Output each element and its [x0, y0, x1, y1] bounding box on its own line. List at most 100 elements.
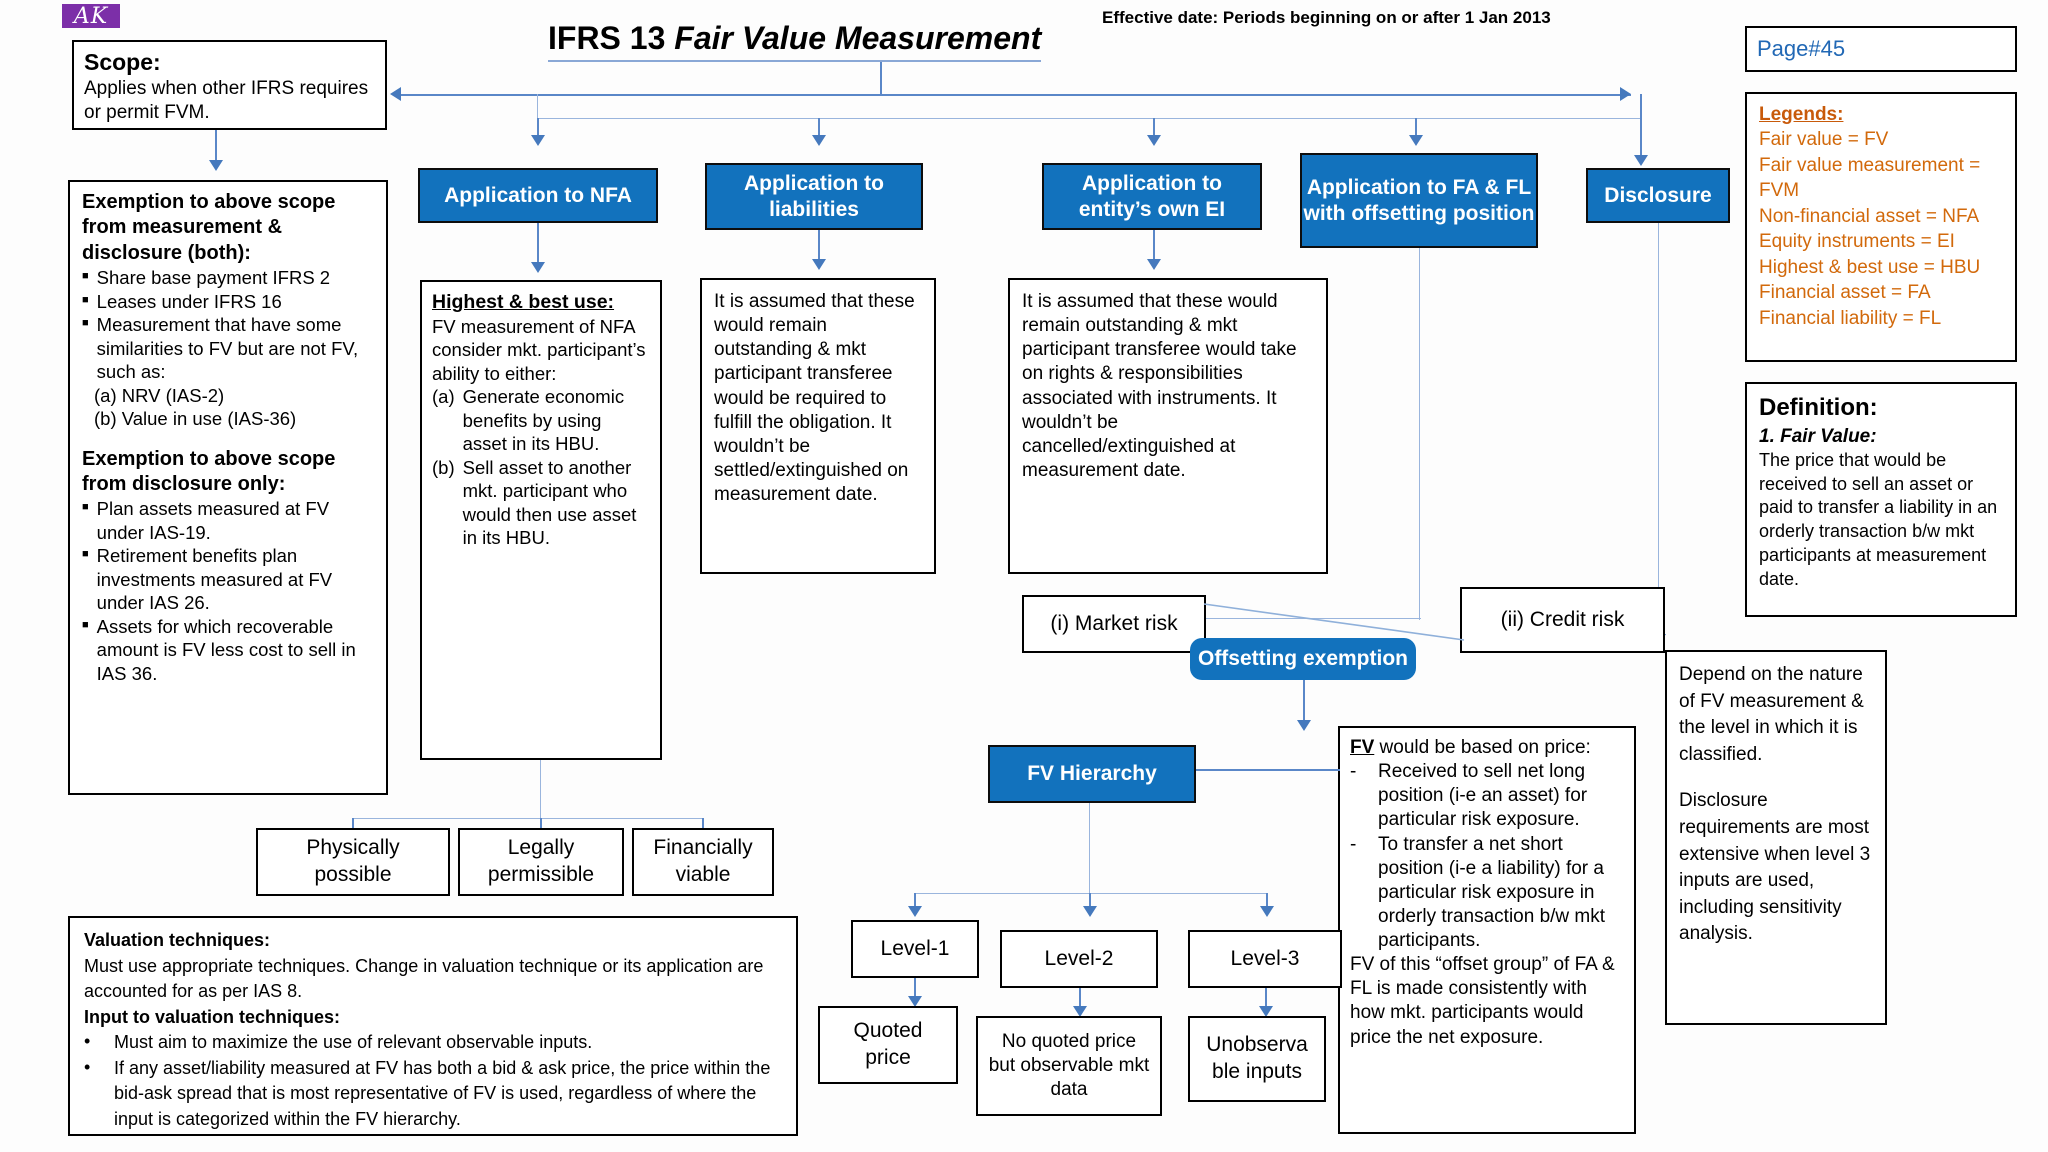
criteria-label: Financially viable	[653, 836, 753, 886]
scope-box: Scope: Applies when other IFRS requires …	[72, 40, 387, 130]
list-item: -Received to sell net long position (i-e…	[1350, 760, 1624, 832]
offsetting-exemption-box[interactable]: Offsetting exemption	[1190, 638, 1416, 680]
logo-text: AK	[73, 3, 109, 29]
valuation-techniques-box: Valuation techniques: Must use appropria…	[68, 916, 798, 1136]
legend-item: Fair value = FV	[1759, 129, 1889, 151]
credit-risk-box: (ii) Credit risk	[1460, 587, 1665, 653]
list-item: -To transfer a net short position (i-e a…	[1350, 833, 1624, 954]
risk-connector	[1200, 600, 1468, 644]
branch-liabilities-label: Application to liabilities	[744, 172, 884, 221]
fv-price-tail: FV of this “offset group” of FA & FL is …	[1350, 954, 1615, 1048]
exemption-heading-1: Exemption to above scope from measuremen…	[82, 191, 336, 264]
exemption-disclosure-item-3: Assets for which recoverable amount is F…	[96, 615, 356, 684]
list-item: ■Retirement benefits plan investments me…	[82, 544, 374, 614]
exemption-item-3: Measurement that have some similarities …	[96, 314, 359, 383]
list-item: •Must aim to maximize the use of relevan…	[84, 1030, 782, 1056]
exemption-subitem-b: (b) Value in use (IAS-36)	[94, 408, 297, 430]
branch-application-fa-fl[interactable]: Application to FA & FL with offsetting p…	[1300, 153, 1538, 248]
exemption-disclosure-item-2: Retirement benefits plan investments mea…	[96, 545, 333, 614]
hbu-item-b-text: Sell asset to another mkt. participant w…	[462, 456, 637, 549]
legend-item: Financial asset = FA	[1759, 282, 1931, 304]
legends-heading: Legends:	[1759, 104, 1844, 125]
level-1-label: Level-1	[880, 936, 950, 960]
level-3-box: Level-3	[1188, 930, 1342, 988]
level-2-detail-box: No quoted price but observable mkt data	[976, 1016, 1162, 1116]
level-1-box: Level-1	[851, 920, 979, 978]
fv-price-bullet-2: To transfer a net short position (i-e a …	[1378, 833, 1606, 952]
list-item: ■Plan assets measured at FV under IAS-19…	[82, 497, 374, 544]
fv-price-lead-bold: FV	[1350, 737, 1375, 758]
list-item: ■Measurement that have some similarities…	[82, 313, 374, 383]
fv-price-lead: FV would be based on price:	[1350, 736, 1624, 760]
legend-item: Equity instruments = EI	[1759, 231, 1955, 253]
level-2-box: Level-2	[1000, 930, 1158, 988]
hbu-heading: Highest & best use:	[432, 291, 615, 313]
hbu-item-a-label: (a)	[432, 386, 455, 408]
exemption-subitem-a: (a) NRV (IAS-2)	[94, 384, 225, 406]
level-2-label: Level-2	[1044, 946, 1114, 970]
legends-box: Legends: Fair value = FV Fair value meas…	[1745, 92, 2017, 362]
level-3-label: Level-3	[1230, 946, 1300, 970]
criteria-financially-viable: Financially viable	[632, 828, 774, 896]
hbu-item-b-label: (b)	[432, 456, 455, 478]
list-item: (b) Sell asset to another mkt. participan…	[432, 456, 650, 550]
fv-price-lead-rest: would be based on price:	[1374, 737, 1591, 758]
definition-box: Definition: 1. Fair Value: The price tha…	[1745, 382, 2017, 617]
exemption-heading-2: Exemption to above scope from disclosure…	[82, 447, 336, 495]
branch-application-own-ei[interactable]: Application to entity’s own EI	[1042, 163, 1262, 230]
scope-heading: Scope:	[84, 49, 161, 75]
exemption-item-1: Share base payment IFRS 2	[96, 267, 331, 289]
page-title: IFRS 13 Fair Value Measurement	[548, 20, 1042, 62]
branch-application-liabilities[interactable]: Application to liabilities	[705, 163, 923, 230]
level-3-detail-box: Unobserva ble inputs	[1188, 1016, 1326, 1102]
page-number-box: Page#45	[1745, 26, 2017, 72]
hbu-item-a-text: Generate economic benefits by using asse…	[462, 386, 625, 455]
criteria-label: Legally permissible	[487, 836, 595, 886]
list-item: ■Leases under IFRS 16	[82, 290, 374, 313]
legend-item: Fair value measurement = FVM	[1759, 154, 1981, 202]
fv-hierarchy-box[interactable]: FV Hierarchy	[988, 745, 1196, 803]
branch-own-ei-label: Application to entity’s own EI	[1078, 172, 1226, 221]
branch-disclosure[interactable]: Disclosure	[1586, 168, 1730, 223]
highest-best-use-box: Highest & best use: FV measurement of NF…	[420, 280, 662, 760]
branch-disclosure-label: Disclosure	[1604, 183, 1712, 207]
title-italic: Fair Value Measurement	[674, 20, 1042, 56]
market-risk-label: (i) Market risk	[1050, 611, 1178, 635]
legend-item: Highest & best use = HBU	[1759, 256, 1981, 278]
level-3-detail: Unobserva ble inputs	[1206, 1033, 1308, 1083]
exemption-disclosure-item-1: Plan assets measured at FV under IAS-19.	[96, 498, 330, 543]
list-item: •If any asset/liability measured at FV h…	[84, 1056, 782, 1133]
level-1-detail: Quoted price	[853, 1019, 923, 1069]
valuation-heading-2: Input to valuation techniques:	[84, 1006, 340, 1027]
disclosure-detail-para-1: Depend on the nature of FV measurement &…	[1679, 664, 1864, 765]
effective-date: Effective date: Periods beginning on or …	[1102, 8, 1551, 27]
definition-body: The price that would be received to sell…	[1759, 449, 1998, 589]
fv-hierarchy-label: FV Hierarchy	[1027, 762, 1157, 786]
criteria-label: Physically possible	[306, 836, 400, 886]
branch-application-nfa[interactable]: Application to NFA	[418, 168, 658, 223]
page-number-label: Page#45	[1757, 36, 1846, 62]
offsetting-exemption-label: Offsetting exemption	[1197, 647, 1408, 671]
disclosure-detail-box: Depend on the nature of FV measurement &…	[1665, 650, 1887, 1025]
definition-subheading: 1. Fair Value:	[1759, 425, 1877, 447]
title-prefix: IFRS 13	[548, 20, 675, 56]
definition-heading: Definition:	[1759, 394, 1878, 421]
list-item: ■Share base payment IFRS 2	[82, 266, 374, 289]
market-risk-box: (i) Market risk	[1022, 595, 1206, 653]
credit-risk-label: (ii) Credit risk	[1500, 607, 1625, 631]
valuation-bullet-1: Must aim to maximize the use of relevant…	[114, 1032, 593, 1053]
criteria-legally-permissible: Legally permissible	[458, 828, 624, 896]
list-item: ■Assets for which recoverable amount is …	[82, 615, 374, 685]
own-ei-detail-box: It is assumed that these would remain ou…	[1008, 278, 1328, 574]
hbu-body: FV measurement of NFA consider mkt. part…	[432, 315, 646, 384]
scope-body: Applies when other IFRS requires or perm…	[84, 78, 369, 124]
level-2-detail: No quoted price but observable mkt data	[988, 1030, 1150, 1101]
disclosure-detail-para-2: Disclosure requirements are most extensi…	[1679, 790, 1871, 945]
valuation-bullet-2: If any asset/liability measured at FV ha…	[114, 1057, 771, 1129]
exemption-box: Exemption to above scope from measuremen…	[68, 180, 388, 795]
list-item: (a) Generate economic benefits by using a…	[432, 385, 650, 455]
fv-price-bullet-1: Received to sell net long position (i-e …	[1378, 761, 1588, 831]
exemption-item-2: Leases under IFRS 16	[96, 290, 282, 312]
valuation-body-1: Must use appropriate techniques. Change …	[84, 955, 764, 1002]
